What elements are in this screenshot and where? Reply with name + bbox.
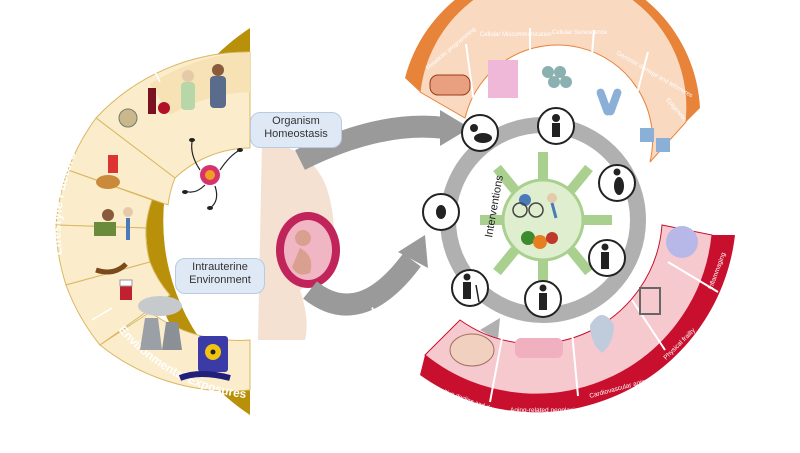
child-icon xyxy=(537,107,575,145)
organism-homeostasis-line2: Homeostasis xyxy=(264,128,328,140)
epigenetic-icon xyxy=(640,128,670,152)
hallmark-2-label: Cellular Miscommunication xyxy=(480,32,552,38)
colon-neoplasia-icon xyxy=(515,338,563,358)
development-arrow xyxy=(303,235,428,316)
cell-communication-icon xyxy=(488,60,518,98)
intrauterine-environment-bubble: Intrauterine Environment xyxy=(175,258,265,294)
mitochondrion-icon xyxy=(429,74,471,96)
organism-homeostasis-line1: Organism xyxy=(272,115,320,127)
infant-icon xyxy=(461,114,499,152)
parent-with-child-icon xyxy=(588,239,626,277)
elderly-adult-icon xyxy=(524,280,562,318)
fast-food-icon xyxy=(96,155,120,189)
exercise-icon xyxy=(94,207,133,240)
outcome-2-label: Aging-related neoplasia xyxy=(510,407,579,414)
wine-cigarette-icon xyxy=(118,88,170,128)
smoking-pipe-icon xyxy=(95,262,133,300)
factory-pollution-icon xyxy=(138,296,182,350)
heart-icon xyxy=(590,315,614,353)
elderly-with-cane-icon xyxy=(451,269,489,307)
elderly-parents-icon xyxy=(181,64,226,110)
senescent-cells-icon xyxy=(542,66,572,88)
bottom-outcomes: Cognitive decline and dementia Aging-rel… xyxy=(420,224,735,419)
organism-homeostasis-bubble: Organism Homeostasis xyxy=(250,112,342,148)
intrauterine-line2: Environment xyxy=(189,274,251,286)
intrauterine-line1: Intrauterine xyxy=(192,261,248,273)
hallmark-3-label: Cellular Senescence xyxy=(552,30,608,36)
inflammation-icon xyxy=(666,226,698,258)
lactation-arrow xyxy=(295,110,470,170)
radioactive-barrel-icon xyxy=(178,336,231,381)
pregnant-adult-icon xyxy=(598,164,636,202)
pregnant-body-icon xyxy=(258,140,340,340)
gametes-icon xyxy=(182,138,243,210)
walker-icon xyxy=(639,287,661,315)
left-fan: Parental Age Lifestyle Factors Environme… xyxy=(49,28,251,415)
brain-icon xyxy=(449,333,495,367)
embryo-icon xyxy=(422,193,460,231)
chromosome-icon xyxy=(596,88,622,116)
stage-circles xyxy=(422,107,636,318)
